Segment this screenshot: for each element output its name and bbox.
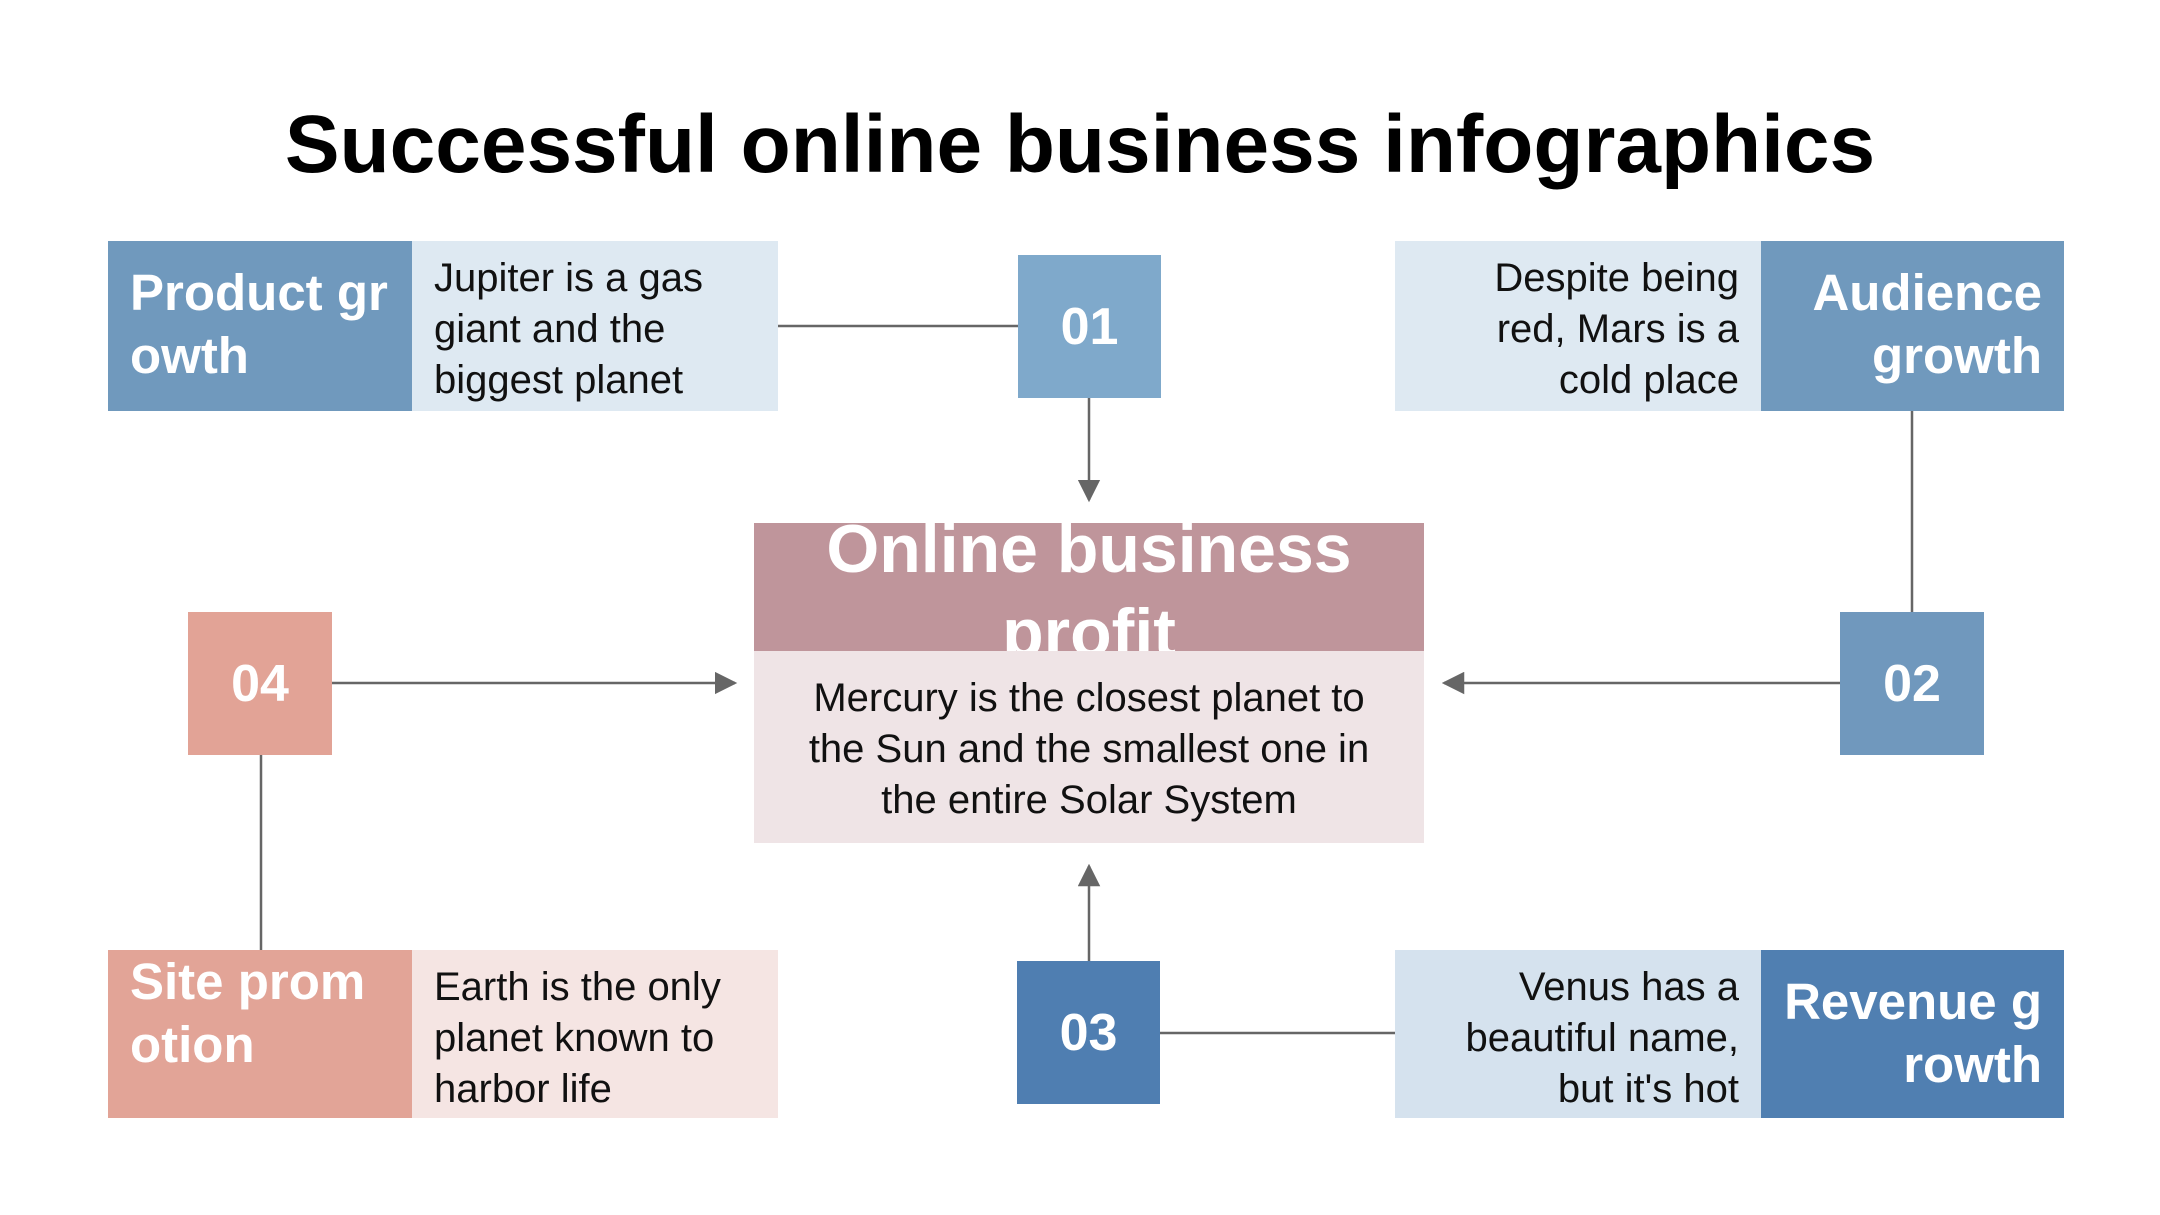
step-02-badge: 02	[1840, 612, 1984, 755]
center-heading-text: Online business profit	[826, 523, 1352, 651]
center-heading: Online business profit	[754, 523, 1424, 651]
step-04-badge: 04	[188, 612, 332, 755]
page-title: Successful online business infographics	[284, 99, 1876, 190]
product-growth-text: Jupiter is a gas giant and the biggest p…	[412, 241, 778, 411]
product-growth-label: Product growth	[108, 241, 412, 411]
audience-growth-text: Despite being red, Mars is a cold place	[1395, 241, 1761, 411]
center-text: Mercury is the closest planet to the Sun…	[754, 651, 1424, 843]
step-03-badge: 03	[1017, 961, 1160, 1104]
revenue-growth-label: Revenue growth	[1761, 950, 2064, 1118]
site-promotion-text: Earth is the only planet known to harbor…	[412, 950, 778, 1118]
audience-growth-label: Audience growth	[1761, 241, 2064, 411]
step-01-badge: 01	[1018, 255, 1161, 398]
site-promotion-label: Site promotion	[108, 950, 412, 1118]
revenue-growth-text: Venus has a beautiful name, but it's hot	[1395, 950, 1761, 1118]
